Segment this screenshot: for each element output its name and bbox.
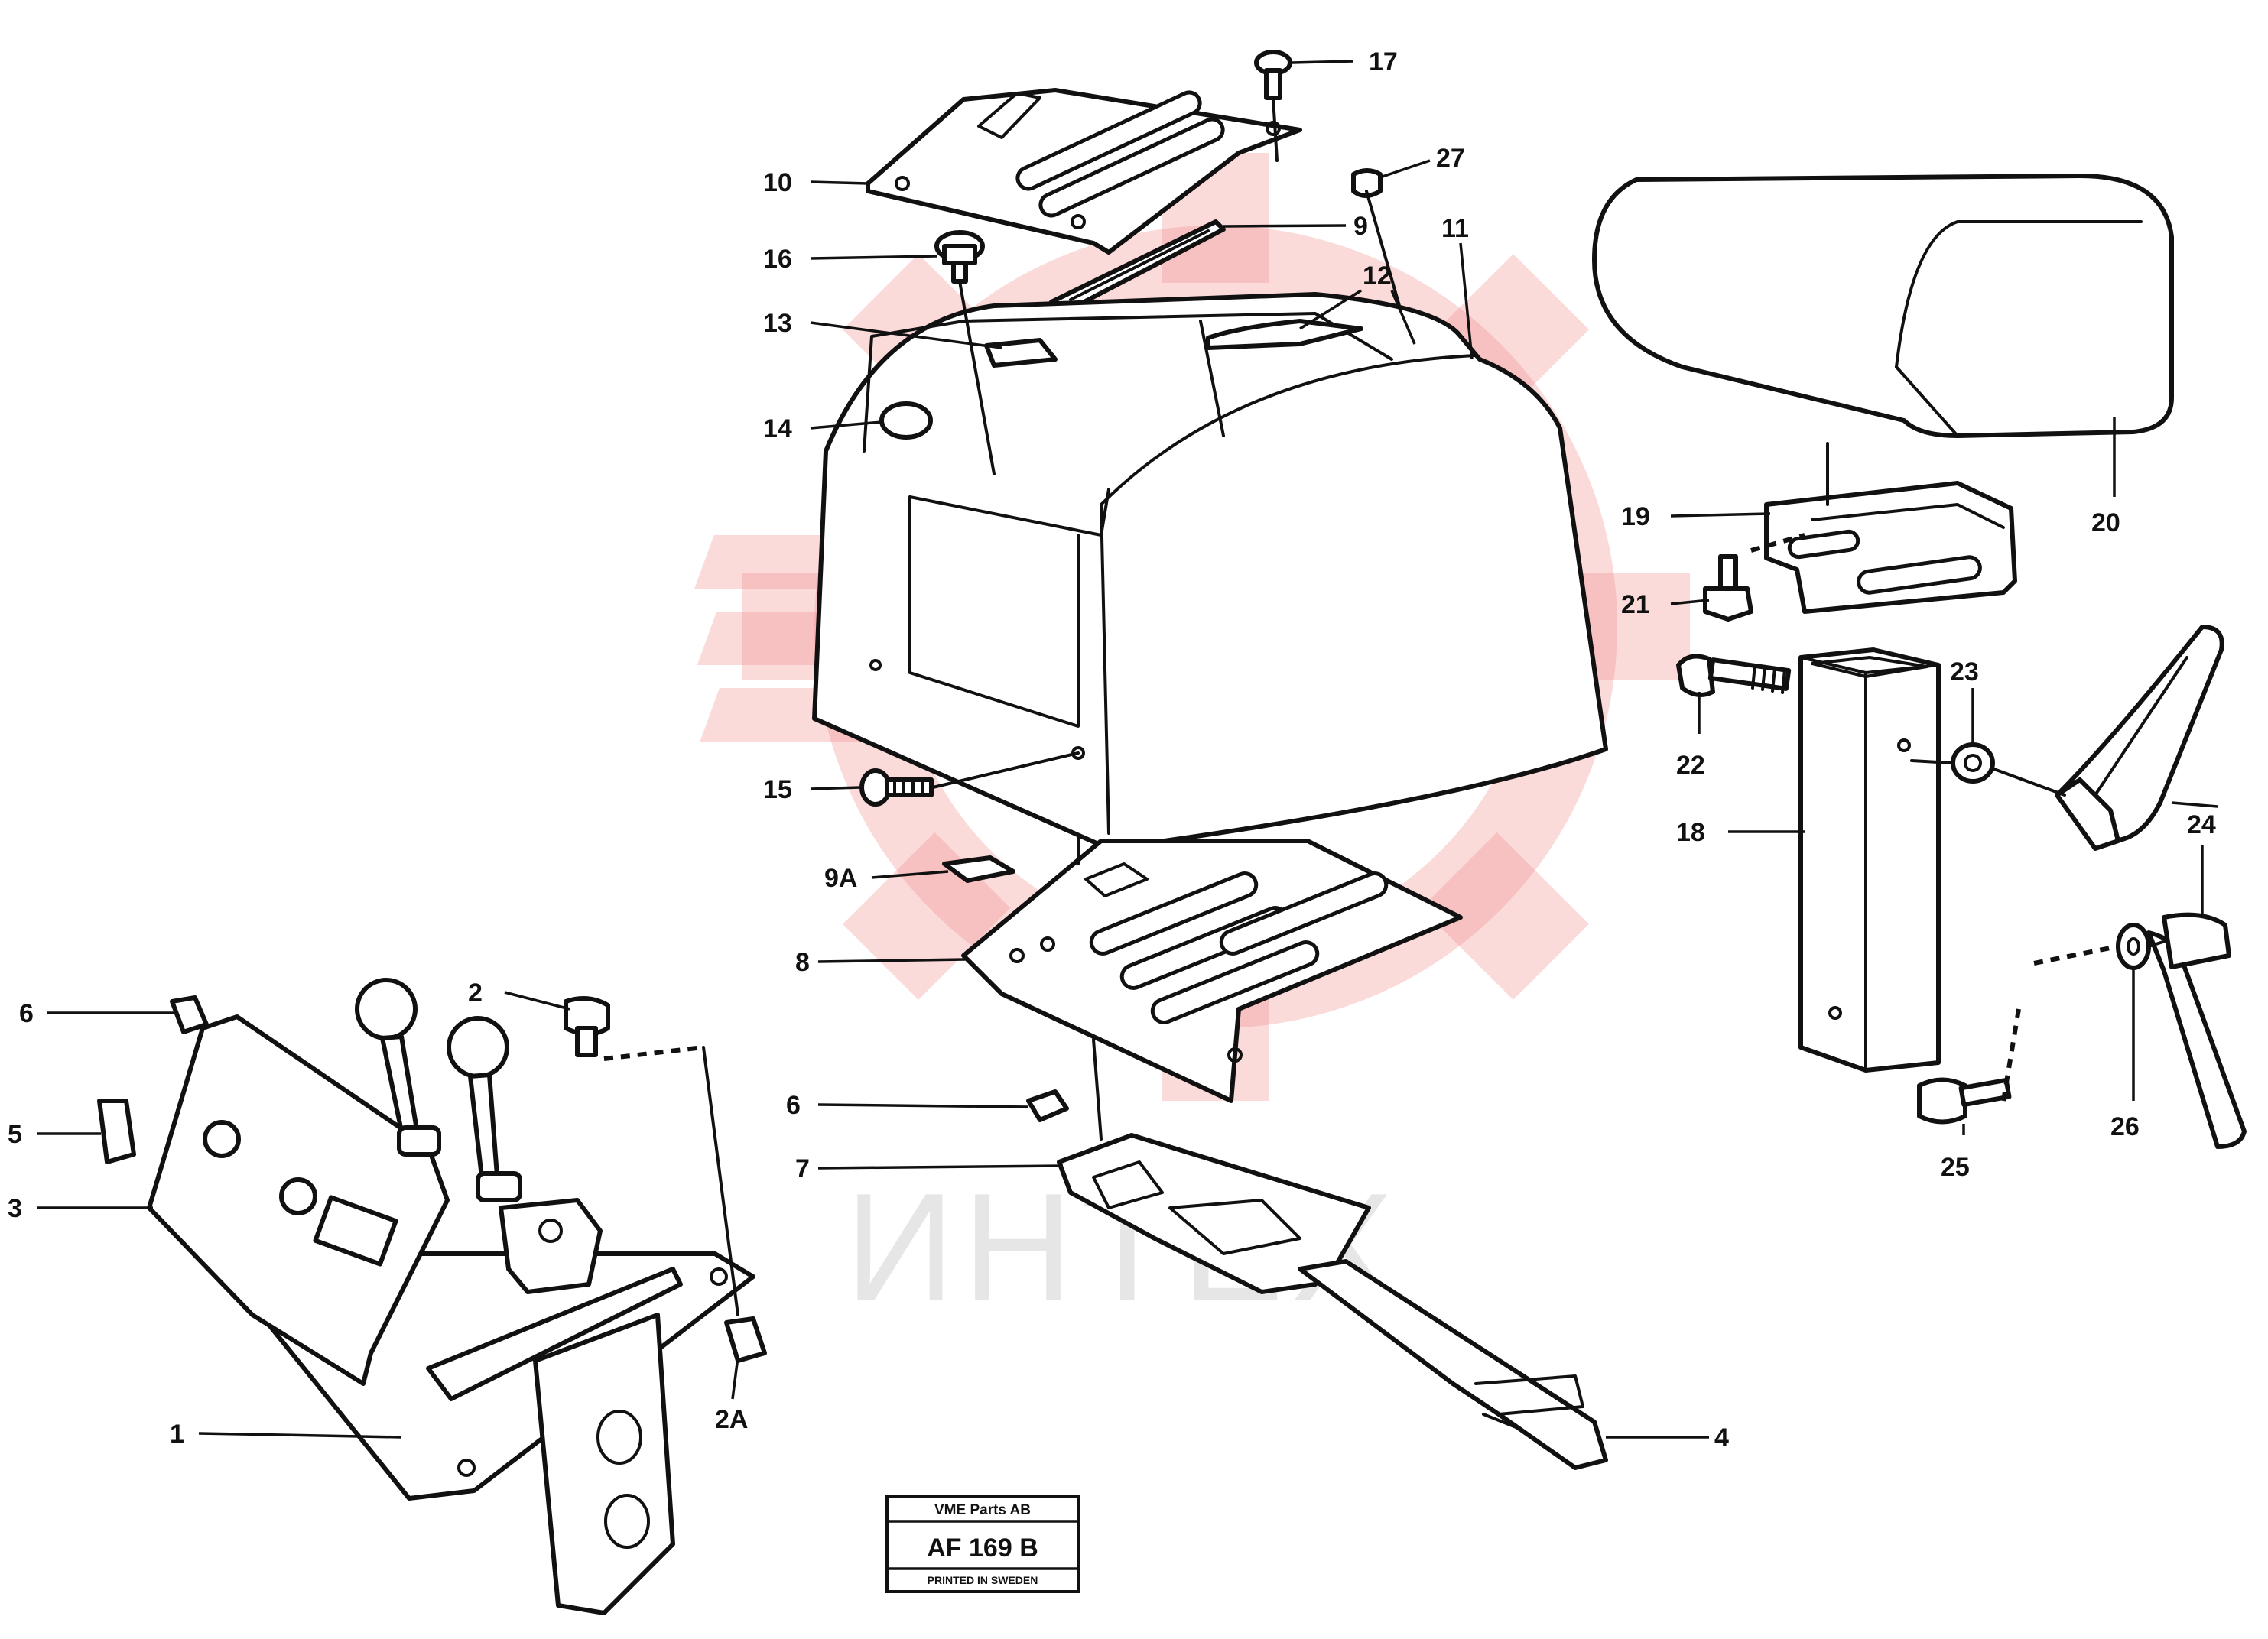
callout-20: 20 <box>2091 417 2120 537</box>
joysticks <box>355 978 603 1294</box>
stamp-note: PRINTED IN SWEDEN <box>928 1574 1038 1586</box>
part-6-clip-left <box>170 995 209 1034</box>
callout-9A: 9A <box>824 864 949 893</box>
part-27-plug <box>1351 168 1383 198</box>
callout-17: 17 <box>1292 47 1398 76</box>
svg-text:4: 4 <box>1714 1423 1729 1452</box>
callout-12: 12 <box>1299 261 1416 345</box>
svg-text:18: 18 <box>1676 818 1705 847</box>
callout-21: 21 <box>1621 590 1710 619</box>
stamp-company: VME Parts AB <box>934 1502 1031 1518</box>
svg-text:2: 2 <box>468 979 483 1008</box>
callout-11: 11 <box>1441 214 1474 360</box>
svg-text:19: 19 <box>1621 502 1650 531</box>
callout-13: 13 <box>763 309 1002 349</box>
callout-16: 16 <box>763 245 937 274</box>
part-2A-nut <box>724 1316 767 1363</box>
hidden-lines <box>603 533 2111 1102</box>
svg-text:2A: 2A <box>715 1405 748 1434</box>
callout-23: 23 <box>1950 657 1979 743</box>
part-25-bolt <box>1917 1077 2012 1125</box>
part-19-bracket <box>1764 481 2017 614</box>
callout-14: 14 <box>763 414 882 443</box>
svg-text:9A: 9A <box>824 864 857 893</box>
title-stamp: VME Parts AB AF 169 B PRINTED IN SWEDEN <box>885 1495 1080 1593</box>
part-15-bolt <box>859 768 934 807</box>
callout-6-left: 6 <box>19 999 174 1028</box>
svg-text:15: 15 <box>763 775 792 804</box>
part-26-washer <box>2116 923 2151 970</box>
svg-text:20: 20 <box>2091 508 2120 537</box>
callout-1: 1 <box>170 1420 402 1449</box>
svg-text:25: 25 <box>1941 1153 1970 1182</box>
svg-text:13: 13 <box>763 309 792 338</box>
callout-22: 22 <box>1676 692 1705 780</box>
svg-text:16: 16 <box>763 245 792 274</box>
svg-text:7: 7 <box>795 1154 810 1183</box>
svg-text:26: 26 <box>2110 1112 2140 1141</box>
callout-3: 3 <box>8 1194 153 1223</box>
callout-2A: 2A <box>715 1356 748 1434</box>
part-9A-pad <box>942 855 1015 883</box>
part-8-lower-plate <box>961 839 1463 1103</box>
callout-8: 8 <box>795 948 966 977</box>
svg-text:27: 27 <box>1436 144 1465 173</box>
part-2-bolt <box>564 996 610 1057</box>
callout-19: 19 <box>1621 502 1771 531</box>
svg-text:11: 11 <box>1441 214 1469 243</box>
svg-text:17: 17 <box>1369 47 1398 76</box>
part-22-bolt <box>1676 654 1792 697</box>
callout-24: 24 <box>2171 801 2218 917</box>
callout-27: 27 <box>1379 144 1465 179</box>
svg-text:3: 3 <box>8 1194 22 1223</box>
svg-text:23: 23 <box>1950 657 1979 686</box>
svg-text:6: 6 <box>19 999 34 1028</box>
part-24-lever-lower <box>2146 912 2247 1149</box>
part-7-bracket <box>1057 1133 1371 1294</box>
part-11-housing <box>812 292 1608 851</box>
callout-10: 10 <box>763 168 869 197</box>
svg-text:8: 8 <box>795 948 810 977</box>
callout-6-center: 6 <box>786 1091 1029 1120</box>
svg-text:12: 12 <box>1363 261 1392 290</box>
svg-text:1: 1 <box>170 1420 184 1449</box>
part-17-screw <box>1254 50 1292 100</box>
part-3-cover <box>147 1014 450 1386</box>
part-20-armrest <box>1592 174 2174 438</box>
part-16-knob <box>934 230 985 284</box>
part-21-bolt <box>1703 554 1753 622</box>
callout-9: 9 <box>1223 212 1368 241</box>
callout-15: 15 <box>763 775 861 804</box>
part-5-clip <box>97 1099 136 1164</box>
callout-25: 25 <box>1941 1124 1970 1182</box>
assembly-lines <box>702 96 2169 1316</box>
svg-text:5: 5 <box>8 1120 22 1149</box>
svg-text:9: 9 <box>1353 212 1368 241</box>
svg-text:24: 24 <box>2187 810 2216 839</box>
part-23-washer <box>1951 742 1995 784</box>
part-18-post <box>1798 647 1941 1073</box>
callout-5: 5 <box>8 1120 101 1149</box>
callout-18: 18 <box>1676 818 1805 847</box>
svg-text:21: 21 <box>1621 590 1650 619</box>
callout-2: 2 <box>468 979 570 1011</box>
callout-7: 7 <box>795 1154 1064 1183</box>
part-24-lever-upper <box>2055 625 2224 851</box>
part-6-clip <box>1026 1089 1069 1122</box>
svg-text:6: 6 <box>786 1091 801 1120</box>
callout-26: 26 <box>2110 968 2140 1141</box>
svg-text:22: 22 <box>1676 751 1705 780</box>
svg-text:14: 14 <box>763 414 792 443</box>
stamp-code: AF 169 B <box>927 1534 1038 1563</box>
part-10-top-plate <box>866 88 1302 255</box>
svg-text:10: 10 <box>763 168 792 197</box>
part-4-arm <box>1298 1259 1608 1470</box>
callout-4: 4 <box>1606 1423 1729 1452</box>
